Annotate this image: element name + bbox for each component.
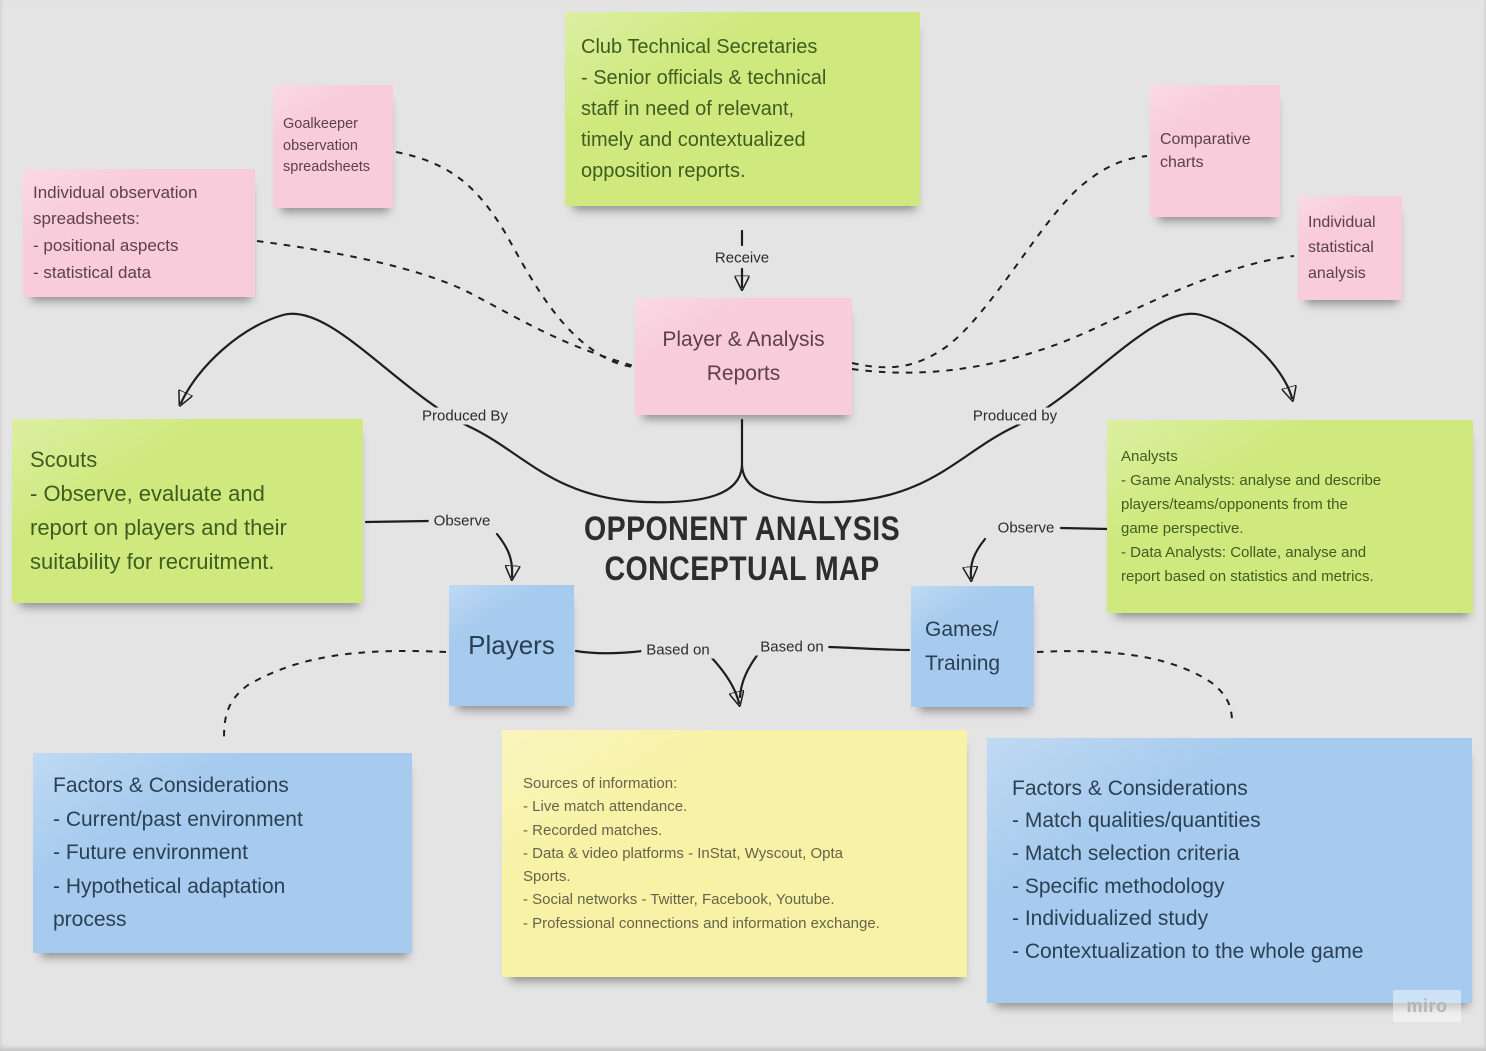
connector-games-to-based-on[interactable]: [827, 645, 911, 652]
connector-based-on-right-arrow[interactable]: [738, 652, 760, 699]
connector-observe-right-to-games[interactable]: [971, 537, 987, 578]
label-observe-right[interactable]: Observe: [992, 519, 1060, 537]
connector-players-to-based-on[interactable]: [574, 649, 645, 655]
note-individual-observation-spreadsheets[interactable]: Individual observation spreadsheets: - p…: [23, 169, 255, 297]
note-text: Players: [468, 630, 555, 660]
map-title[interactable]: OPPONENT ANALYSIS CONCEPTUAL MAP: [584, 509, 900, 589]
miro-watermark: miro: [1393, 990, 1461, 1022]
note-sources-of-information[interactable]: Sources of information: - Live match att…: [502, 730, 967, 977]
connector-goalkeeper-to-reports[interactable]: [395, 151, 635, 368]
note-factors-considerations-games[interactable]: Factors & Considerations - Match qualiti…: [987, 738, 1472, 1003]
connector-produced-by-right[interactable]: [740, 312, 1292, 504]
connector-reports-to-individual-statistical[interactable]: [851, 255, 1295, 374]
note-club-technical-secretaries[interactable]: Club Technical Secretaries - Senior offi…: [565, 12, 920, 206]
label-produced-by-right[interactable]: Produced by: [967, 407, 1063, 425]
note-text: Analysts - Game Analysts: analyse and de…: [1121, 447, 1382, 585]
connector-analysts-to-observe-right[interactable]: [1059, 526, 1110, 531]
note-analysts[interactable]: Analysts - Game Analysts: analyse and de…: [1107, 420, 1473, 613]
note-text: Sources of information: - Live match att…: [523, 775, 880, 932]
note-text: Games/ Training: [925, 617, 1001, 675]
note-text: Factors & Considerations - Match qualiti…: [1012, 776, 1364, 963]
connector-produced-by-left[interactable]: [181, 312, 744, 504]
connector-scouts-to-observe-left[interactable]: [364, 519, 431, 524]
note-factors-considerations-players[interactable]: Factors & Considerations - Current/past …: [33, 753, 412, 953]
note-text: Scouts - Observe, evaluate and report on…: [30, 446, 287, 575]
note-text: Factors & Considerations - Current/past …: [53, 774, 303, 932]
label-based-on-left[interactable]: Based on: [641, 641, 715, 659]
note-text: Individual observation spreadsheets: - p…: [33, 182, 198, 282]
label-observe-left[interactable]: Observe: [428, 512, 496, 530]
note-scouts[interactable]: Scouts - Observe, evaluate and report on…: [12, 419, 363, 603]
note-text: Individual statistical analysis: [1308, 213, 1376, 282]
note-games-training[interactable]: Games/ Training: [911, 586, 1034, 707]
note-text: Comparative charts: [1160, 130, 1251, 171]
note-individual-statistical-analysis[interactable]: Individual statistical analysis: [1298, 196, 1402, 300]
connector-players-to-factors-dashed[interactable]: [223, 650, 447, 739]
map-title-line2: CONCEPTUAL MAP: [604, 550, 880, 588]
connector-individual-obs-to-reports[interactable]: [256, 240, 635, 367]
map-title-line1: OPPONENT ANALYSIS: [583, 509, 901, 548]
connector-reports-to-comparative-charts[interactable]: [851, 155, 1148, 369]
label-receive[interactable]: Receive: [709, 249, 775, 267]
label-produced-by-left[interactable]: Produced By: [417, 407, 513, 425]
note-text: Club Technical Secretaries - Senior offi…: [581, 35, 827, 182]
note-goalkeeper-observation-spreadsheets[interactable]: Goalkeeper observation spreadsheets: [273, 85, 393, 208]
note-player-analysis-reports[interactable]: Player & Analysis Reports: [635, 298, 852, 415]
connector-observe-left-to-players[interactable]: [495, 532, 512, 577]
label-based-on-right[interactable]: Based on: [755, 638, 829, 656]
note-players[interactable]: Players: [449, 585, 574, 706]
note-text: Player & Analysis Reports: [662, 327, 825, 385]
note-comparative-charts[interactable]: Comparative charts: [1150, 85, 1280, 217]
connector-games-to-factors-dashed[interactable]: [1036, 650, 1233, 720]
note-text: Goalkeeper observation spreadsheets: [283, 115, 371, 176]
connector-based-on-left-arrow[interactable]: [709, 655, 739, 703]
